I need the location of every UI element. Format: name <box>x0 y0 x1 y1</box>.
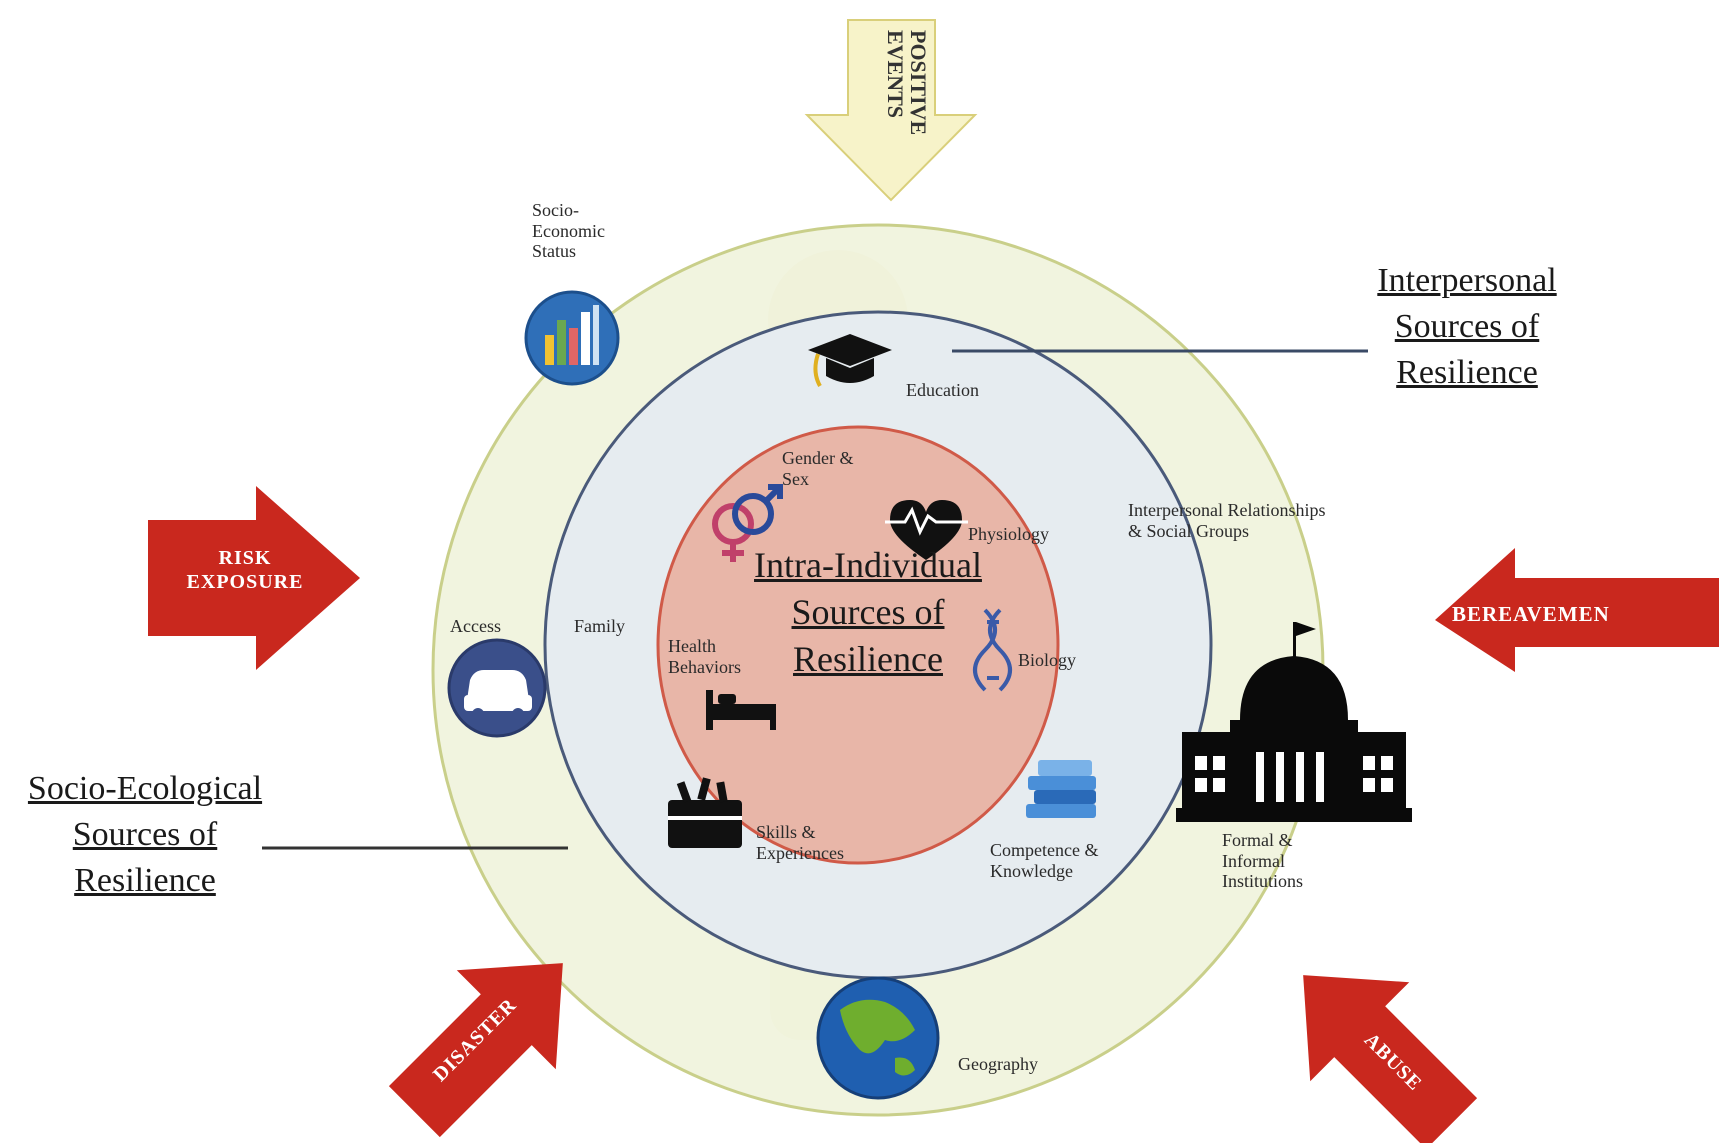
positive-events-arrow <box>804 19 978 202</box>
abuse-arrow <box>1303 975 1478 1143</box>
family-label: Family <box>574 616 626 636</box>
car-icon <box>447 638 547 738</box>
health-behaviors-label: Health Behaviors <box>668 636 741 677</box>
risk-exposure-arrow <box>148 486 360 670</box>
disaster-arrow <box>388 963 563 1138</box>
toolbox-icon <box>668 777 742 848</box>
interpersonal-heading: Interpersonal Sources of Resilience <box>1377 262 1557 391</box>
relationships-label: Interpersonal Relationships & Social Gro… <box>1128 500 1326 541</box>
institutions-label: Formal & Informal Institutions <box>1222 830 1304 892</box>
skills-experiences-label: Skills & Experiences <box>756 822 844 863</box>
physiology-label: Physiology <box>968 524 1050 544</box>
education-label: Education <box>906 380 979 400</box>
bereavement-arrow <box>1435 548 1719 672</box>
biology-label: Biology <box>1018 650 1077 670</box>
bar-chart-icon <box>524 290 620 386</box>
access-label: Access <box>450 616 501 636</box>
inner-circle <box>656 425 1060 865</box>
gender-sex-label: Gender & Sex <box>782 448 854 489</box>
books-icon <box>1026 760 1096 818</box>
globe-icon <box>816 976 940 1100</box>
geography-label: Geography <box>958 1054 1038 1074</box>
heart-pulse-icon <box>885 500 968 560</box>
socio-ecological-heading: Socio-Ecological Sources of Resilience <box>27 770 263 899</box>
gender-symbol-icon <box>712 484 783 562</box>
dna-icon <box>973 608 1012 692</box>
graduation-cap-icon <box>808 334 892 387</box>
competence-knowledge-label: Competence & Knowledge <box>990 840 1099 881</box>
intra-individual-title: Intra-Individual Sources of Resilience <box>754 545 982 679</box>
socio-economic-status-label: Socio- Economic Status <box>532 200 605 262</box>
building-icon <box>1176 622 1412 822</box>
bed-icon <box>706 690 776 730</box>
bereavement-label: BEREAVEMEN <box>1452 602 1610 626</box>
